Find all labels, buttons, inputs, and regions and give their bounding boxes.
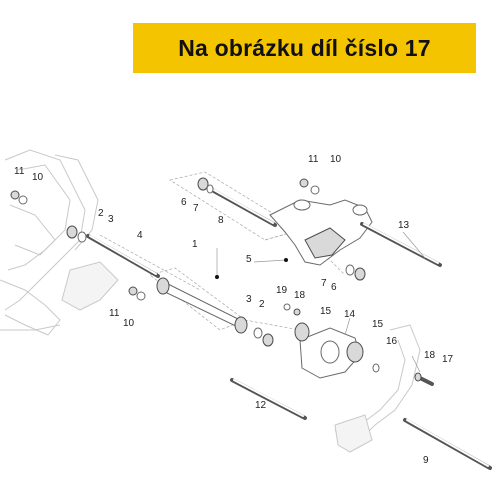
callout-11: 11 <box>109 308 120 319</box>
callout-1: 1 <box>192 239 198 250</box>
callout-11: 11 <box>308 154 319 165</box>
callout-2: 2 <box>98 208 104 219</box>
callout-10: 10 <box>32 172 44 183</box>
tube-1 <box>156 277 248 334</box>
callout-3: 3 <box>108 214 114 225</box>
frame-ghost-left <box>0 149 119 336</box>
engine-mount-14 <box>294 322 364 379</box>
callout-16: 16 <box>386 336 398 347</box>
spacer-6-7-right <box>345 264 366 281</box>
washer-18-19-center <box>283 303 301 316</box>
callout-14: 14 <box>344 309 356 320</box>
callout-7: 7 <box>321 278 327 289</box>
callout-3: 3 <box>246 294 252 305</box>
callout-6: 6 <box>181 197 187 208</box>
nut-washer-10-11-mid <box>128 286 146 301</box>
callout-2: 2 <box>259 299 265 310</box>
bolt-17 <box>414 372 434 386</box>
spacer-2-3-right <box>253 327 274 347</box>
callout-13: 13 <box>398 220 410 231</box>
callout-18: 18 <box>424 350 436 361</box>
callout-18: 18 <box>294 290 306 301</box>
banner-title: Na obrázku díl číslo 17 <box>178 34 431 61</box>
callout-9: 9 <box>423 455 429 466</box>
callout-12: 12 <box>255 400 267 411</box>
bolt-12 <box>230 378 307 420</box>
nut-washer-10-11-left <box>10 190 28 205</box>
bolt-4 <box>86 234 160 278</box>
callout-19: 19 <box>276 285 288 296</box>
swing-arm-5 <box>269 199 373 266</box>
callout-labels: 1 2 3 2 3 4 5 6 6 7 7 8 9 10 10 10 11 11… <box>14 154 454 466</box>
bolt-13 <box>360 222 442 267</box>
callout-17: 17 <box>442 354 454 365</box>
nut-washer-10-11-upper <box>299 178 320 195</box>
bolt-9 <box>403 418 492 470</box>
callout-15: 15 <box>372 319 384 330</box>
reference-dot-1 <box>215 275 219 279</box>
callout-7: 7 <box>193 203 199 214</box>
callout-10: 10 <box>330 154 342 165</box>
callout-11: 11 <box>14 166 25 177</box>
callout-8: 8 <box>218 215 224 226</box>
callout-10: 10 <box>123 318 135 329</box>
spacer-2-3-left <box>66 225 87 243</box>
leader-lines <box>216 231 426 373</box>
callout-15: 15 <box>320 306 332 317</box>
bolt-8 <box>197 177 277 227</box>
callout-5: 5 <box>246 254 252 265</box>
reference-dot-5 <box>284 258 288 262</box>
frame-ghost-right <box>334 324 421 453</box>
washer-16 <box>372 363 380 373</box>
callout-6: 6 <box>331 282 337 293</box>
part-number-banner: Na obrázku díl číslo 17 <box>133 23 476 73</box>
callout-4: 4 <box>137 230 143 241</box>
